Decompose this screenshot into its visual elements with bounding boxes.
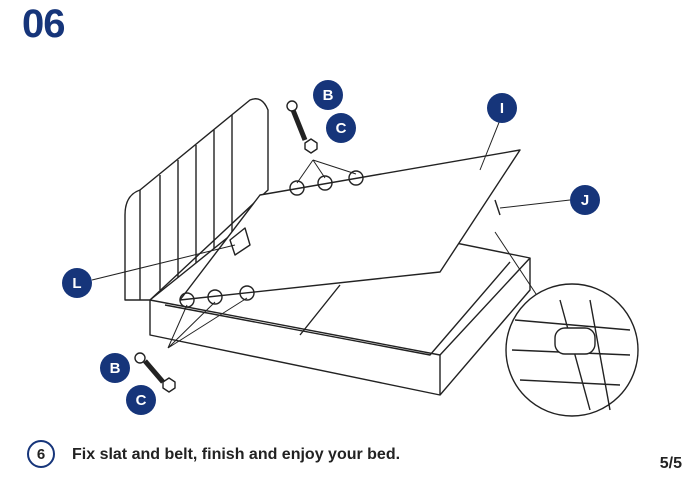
label-c-top: C <box>326 113 356 143</box>
leader-lines <box>91 119 571 349</box>
bolt-bottom <box>134 352 176 393</box>
bolt-top <box>286 100 318 154</box>
belt-detail-inset <box>505 283 639 417</box>
step-number: 06 <box>22 2 65 46</box>
instruction-step-badge: 6 <box>27 440 55 468</box>
label-b-bottom: B <box>100 353 130 383</box>
label-c-bottom: C <box>126 385 156 415</box>
label-j: J <box>570 185 600 215</box>
page-indicator: 5/5 <box>659 455 682 472</box>
label-l: L <box>62 268 92 298</box>
slat-frame <box>179 149 521 308</box>
label-b-top: B <box>313 80 343 110</box>
headboard <box>124 98 269 301</box>
bed-assembly-illustration: (function(){ const g=document.getElement… <box>91 98 639 417</box>
instruction-text: Fix slat and belt, finish and enjoy your… <box>72 446 401 463</box>
label-i: I <box>487 93 517 123</box>
